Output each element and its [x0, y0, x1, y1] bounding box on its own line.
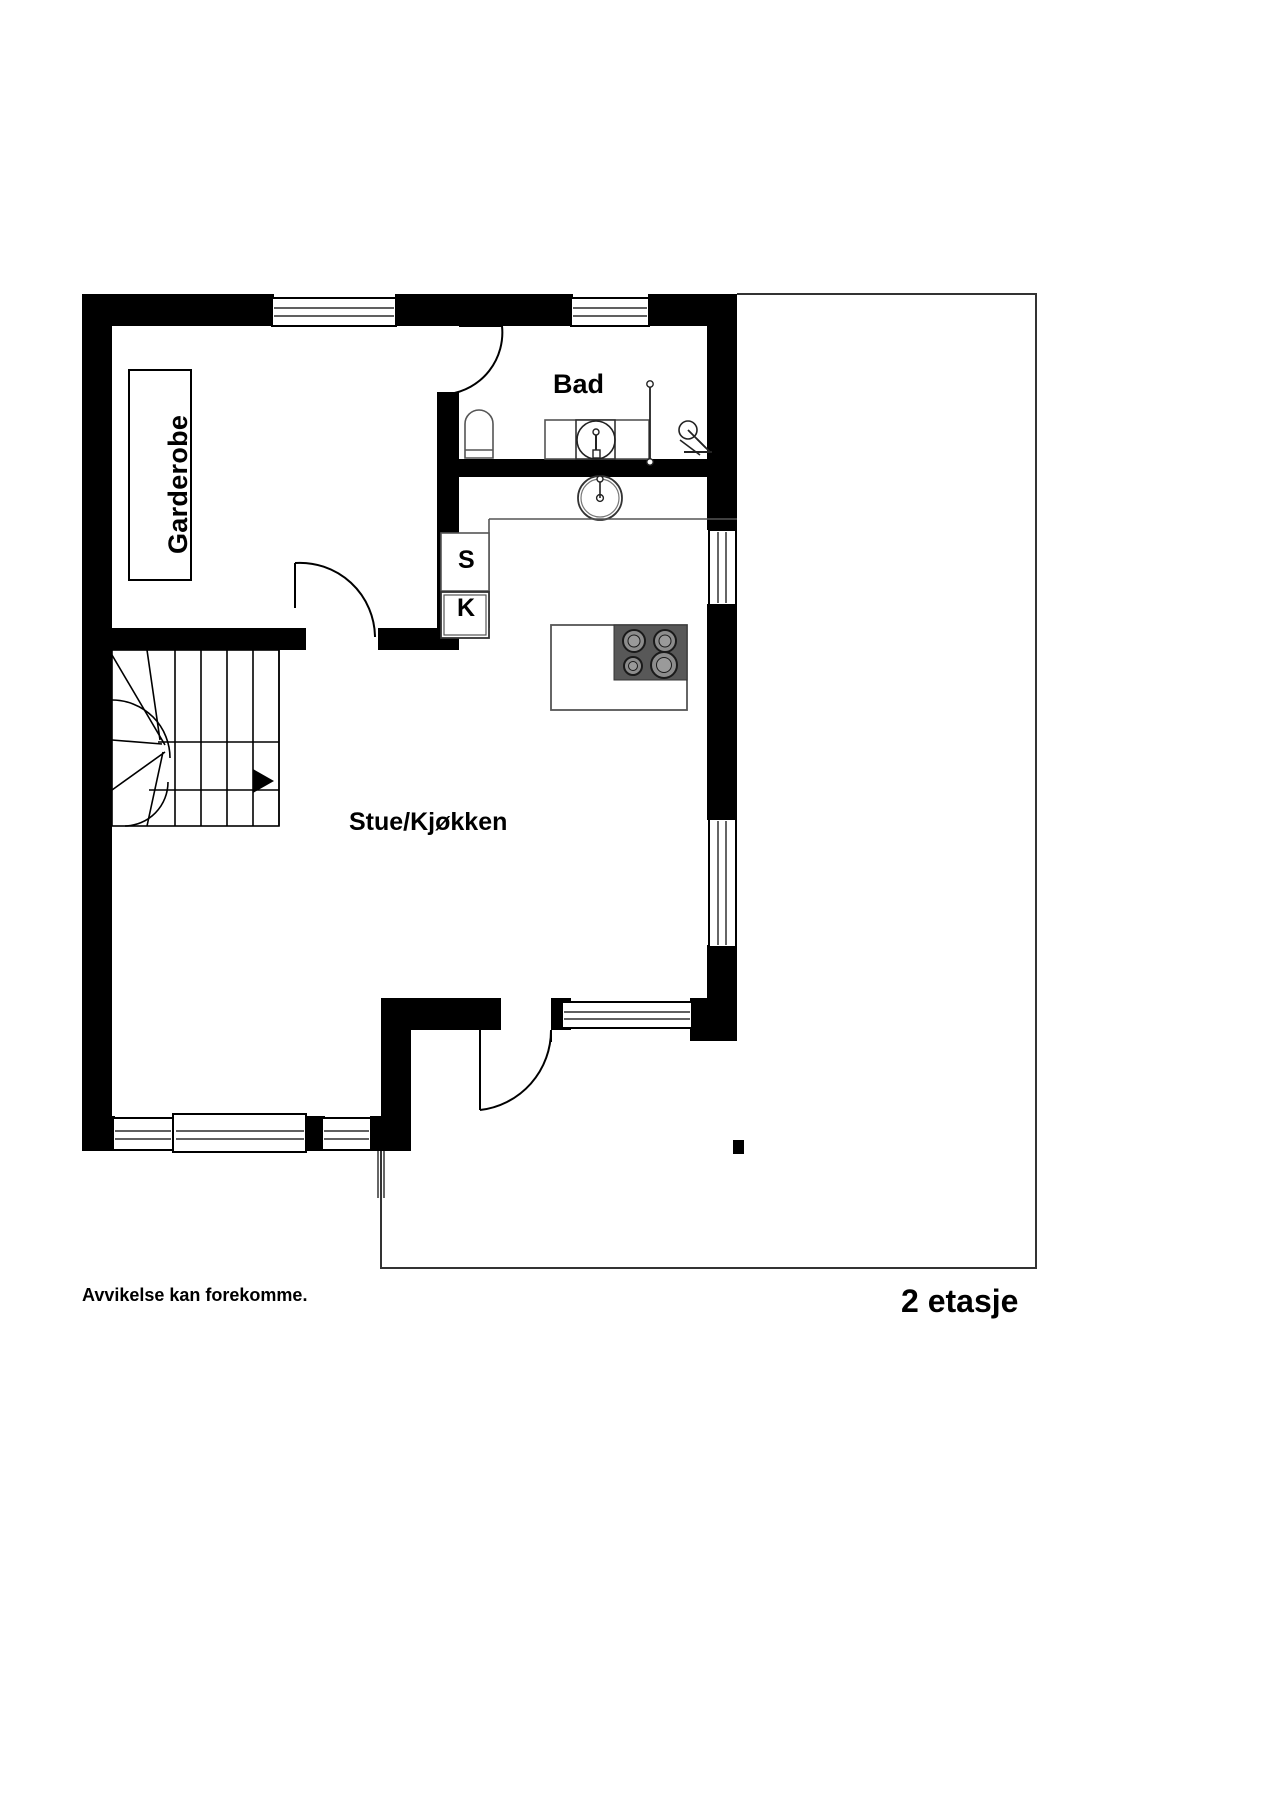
window	[708, 529, 737, 606]
cooktop-icon	[613, 624, 688, 681]
floor-title: 2 etasje	[901, 1283, 1019, 1319]
building-outline	[380, 293, 1037, 1269]
window	[321, 1117, 372, 1151]
kitchen	[440, 518, 737, 711]
cabinet-s	[440, 532, 490, 592]
bathroom-fixtures	[464, 380, 712, 521]
window	[561, 1001, 693, 1029]
plan-marker	[733, 1140, 744, 1154]
garderobe-closet	[128, 369, 192, 581]
room-label-bad: Bad	[553, 369, 605, 399]
door-entry	[479, 1029, 553, 1111]
room-label-stue-kjokken: Stue/Kjøkken	[349, 808, 508, 836]
room-label-garderobe: Garderobe	[163, 414, 193, 554]
staircase	[111, 649, 280, 827]
appliance-label-k: K	[457, 594, 476, 622]
dimension-leader	[377, 1151, 385, 1198]
stair-direction-arrow	[253, 769, 274, 793]
doors	[294, 325, 553, 1111]
window	[172, 1113, 307, 1153]
shower-head-icon	[678, 420, 712, 456]
door-garderobe	[294, 561, 376, 638]
window	[112, 1117, 174, 1151]
appliance-label-s: S	[458, 546, 475, 574]
window	[708, 818, 737, 948]
door-bad	[448, 325, 504, 395]
windows	[112, 297, 737, 1153]
disclaimer-text: Avvikelse kan forekomme.	[82, 1285, 308, 1305]
toilet-icon	[464, 409, 494, 459]
window	[271, 297, 397, 327]
window	[570, 297, 650, 327]
shower-partition-icon	[646, 380, 654, 466]
bathtub-icon	[544, 419, 650, 460]
washbasin-icon	[577, 475, 623, 521]
